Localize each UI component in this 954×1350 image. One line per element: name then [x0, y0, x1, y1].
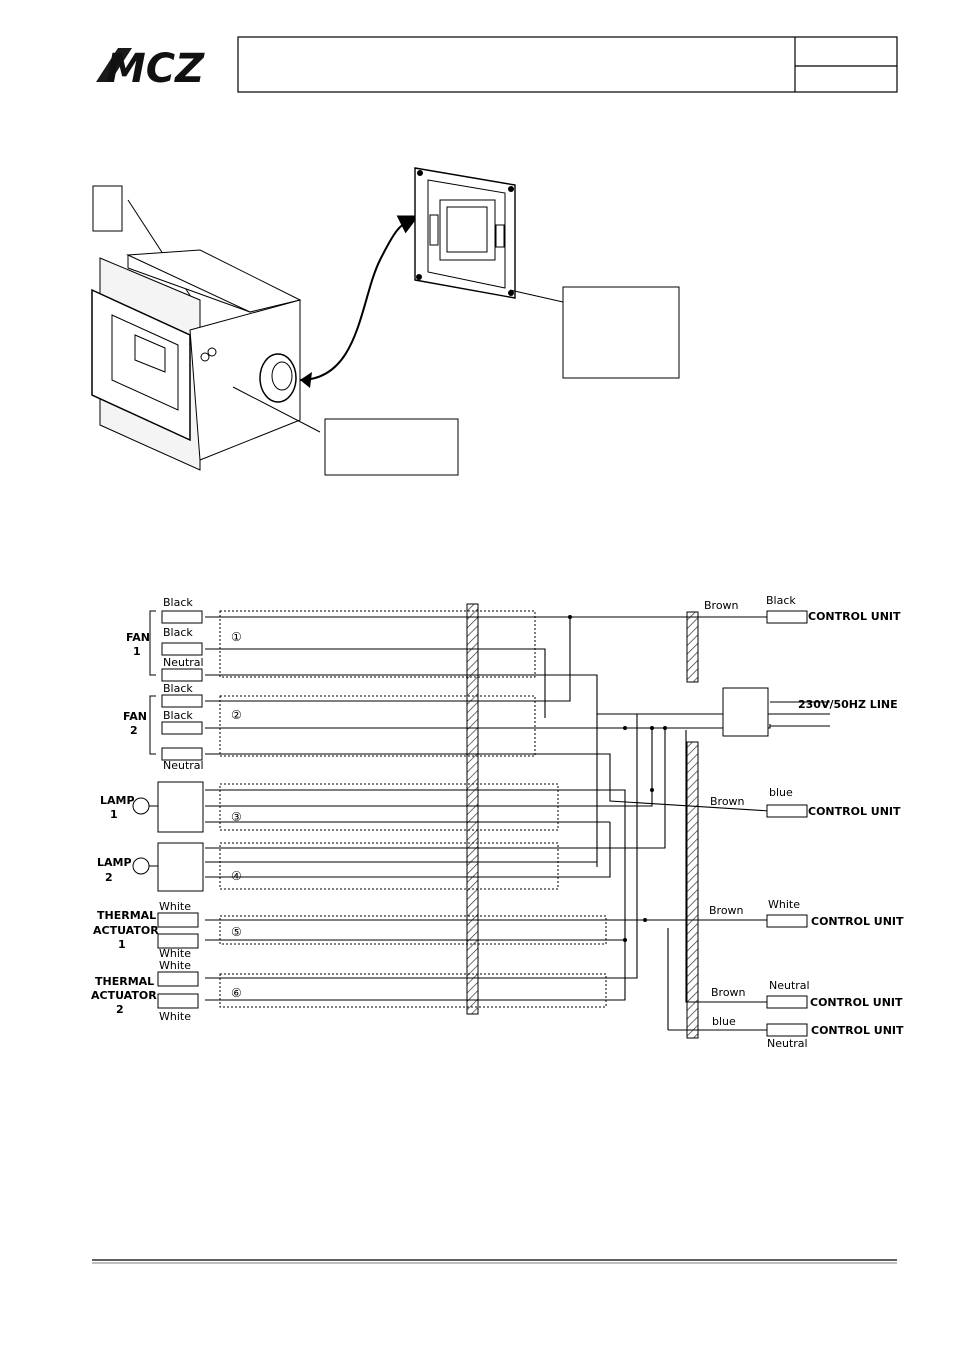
act1-num: 1: [118, 938, 126, 951]
fan1-wire1-label: Black: [163, 596, 193, 609]
barrier-center: [466, 603, 479, 1015]
act1-wire1-label: White: [159, 900, 191, 913]
fan1-wire3-label: Neutral: [163, 656, 204, 669]
lamp1-num: 1: [110, 808, 118, 821]
logo-text: MCZ: [106, 46, 205, 92]
connection-arrow: [299, 215, 419, 381]
right-row4-terminal-label: White: [768, 898, 800, 911]
fan2-title: FAN: [123, 710, 147, 723]
act1-wire2-label: White: [159, 947, 191, 960]
callout-box-right: [562, 286, 680, 379]
fan1-title: FAN: [126, 631, 150, 644]
wiring-diagram: [132, 603, 830, 1039]
control-panel-drawing: [414, 167, 564, 303]
right-row6-dest: CONTROL UNIT: [811, 1024, 904, 1037]
group-number-5: ⑤: [231, 925, 242, 939]
right-row3-terminal-label: blue: [769, 786, 793, 799]
fan2-wire2-label: Black: [163, 709, 193, 722]
right-row1-terminal-label: Black: [766, 594, 796, 607]
barrier-right-top: [686, 611, 699, 683]
stove-unit-drawing: [91, 185, 321, 471]
act1-title2: ACTUATOR: [93, 924, 159, 937]
group-number-1: ①: [231, 630, 242, 644]
right-row3-wire-label: Brown: [710, 795, 745, 808]
act2-wire2-label: White: [159, 1010, 191, 1023]
lamp2-num: 2: [105, 871, 113, 884]
right-row5-wire-label: Brown: [711, 986, 746, 999]
act2-title2: ACTUATOR: [91, 989, 157, 1002]
barrier-right-bottom: [686, 741, 699, 1039]
right-row5-dest: CONTROL UNIT: [810, 996, 903, 1009]
fan2-wire3-label: Neutral: [163, 759, 204, 772]
act1-title1: THERMAL: [97, 909, 156, 922]
right-row6-terminal-label: Neutral: [767, 1037, 808, 1050]
group-number-3: ③: [231, 810, 242, 824]
right-row1-dest: CONTROL UNIT: [808, 610, 901, 623]
fan1-wire2-label: Black: [163, 626, 193, 639]
right-row4-dest: CONTROL UNIT: [811, 915, 904, 928]
act2-wire1-label: White: [159, 959, 191, 972]
fan2-wire1-label: Black: [163, 682, 193, 695]
right-row3-dest: CONTROL UNIT: [808, 805, 901, 818]
group-number-6: ⑥: [231, 986, 242, 1000]
act2-title1: THERMAL: [95, 975, 154, 988]
lamp1-title: LAMP: [100, 794, 135, 807]
lamp2-title: LAMP: [97, 856, 132, 869]
right-row5-terminal-label: Neutral: [769, 979, 810, 992]
right-row4-wire-label: Brown: [709, 904, 744, 917]
fan1-num: 1: [133, 645, 141, 658]
group-number-4: ④: [231, 869, 242, 883]
right-row6-wire-label: blue: [712, 1015, 736, 1028]
right-row1-wire-label: Brown: [704, 599, 739, 612]
callout-box-left: [324, 418, 459, 476]
group-number-2: ②: [231, 708, 242, 722]
mcz-logo: MCZ: [96, 46, 205, 92]
mains-line-label: 230V/50HZ LINE: [798, 698, 898, 711]
header-title-box: [237, 36, 898, 93]
fan2-num: 2: [130, 724, 138, 737]
act2-num: 2: [116, 1003, 124, 1016]
